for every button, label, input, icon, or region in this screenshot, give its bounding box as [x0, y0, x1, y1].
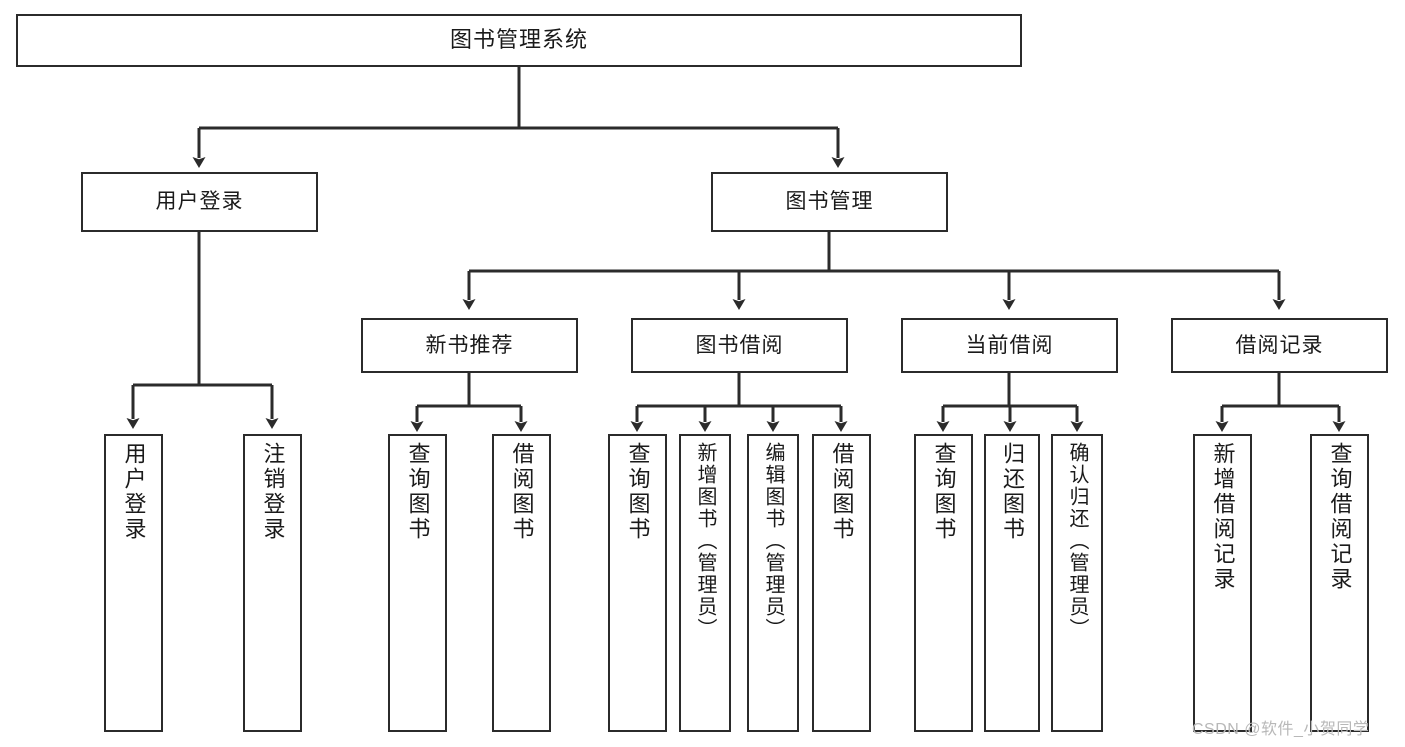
- leaf-new-book-borrow[interactable]: 借阅图书: [492, 434, 551, 732]
- node-borrow-record[interactable]: 借阅记录: [1171, 318, 1388, 373]
- node-root-label: 图书管理系统: [449, 27, 588, 53]
- leaf-label: 借阅图书: [829, 442, 855, 542]
- node-book-borrow[interactable]: 图书借阅: [631, 318, 848, 373]
- leaf-book-borrow-borrow[interactable]: 借阅图书: [812, 434, 871, 732]
- leaf-borrow-record-add[interactable]: 新增借阅记录: [1193, 434, 1252, 732]
- leaf-current-borrow-return[interactable]: 归还图书: [984, 434, 1040, 732]
- leaf-label: 归还图书: [1000, 442, 1025, 542]
- leaf-label: 确认归还（管理员）: [1066, 442, 1088, 640]
- node-current-borrow-label: 当前借阅: [965, 333, 1054, 357]
- leaf-label: 查询图书: [405, 442, 431, 542]
- leaf-label: 查询图书: [625, 442, 651, 542]
- leaf-label: 用户登录: [121, 442, 147, 542]
- leaf-label: 新增图书（管理员）: [694, 442, 716, 640]
- leaf-label: 编辑图书（管理员）: [762, 442, 784, 640]
- node-current-borrow[interactable]: 当前借阅: [901, 318, 1118, 373]
- leaf-label: 新增借阅记录: [1210, 442, 1236, 592]
- node-new-book-recommend[interactable]: 新书推荐: [361, 318, 578, 373]
- leaf-label: 查询图书: [931, 442, 957, 542]
- node-new-book-recommend-label: 新书推荐: [425, 333, 514, 357]
- leaf-book-borrow-query[interactable]: 查询图书: [608, 434, 667, 732]
- watermark: CSDN @软件_小贺同学: [1192, 721, 1370, 738]
- leaf-borrow-record-query[interactable]: 查询借阅记录: [1310, 434, 1369, 732]
- node-root[interactable]: 图书管理系统: [16, 14, 1022, 67]
- node-user-login[interactable]: 用户登录: [81, 172, 318, 232]
- node-user-login-label: 用户登录: [155, 190, 244, 214]
- node-borrow-record-label: 借阅记录: [1235, 333, 1324, 357]
- leaf-book-borrow-add[interactable]: 新增图书（管理员）: [679, 434, 731, 732]
- leaf-user-login-logout[interactable]: 注销登录: [243, 434, 302, 732]
- leaf-book-borrow-edit[interactable]: 编辑图书（管理员）: [747, 434, 799, 732]
- node-book-management-label: 图书管理: [785, 190, 874, 214]
- node-book-management[interactable]: 图书管理: [711, 172, 948, 232]
- leaf-current-borrow-query[interactable]: 查询图书: [914, 434, 973, 732]
- leaf-label: 查询借阅记录: [1327, 442, 1353, 592]
- leaf-label: 注销登录: [260, 442, 286, 542]
- leaf-new-book-query[interactable]: 查询图书: [388, 434, 447, 732]
- leaf-label: 借阅图书: [509, 442, 535, 542]
- leaf-user-login-login[interactable]: 用户登录: [104, 434, 163, 732]
- leaf-current-borrow-confirm-return[interactable]: 确认归还（管理员）: [1051, 434, 1103, 732]
- node-book-borrow-label: 图书借阅: [695, 333, 784, 357]
